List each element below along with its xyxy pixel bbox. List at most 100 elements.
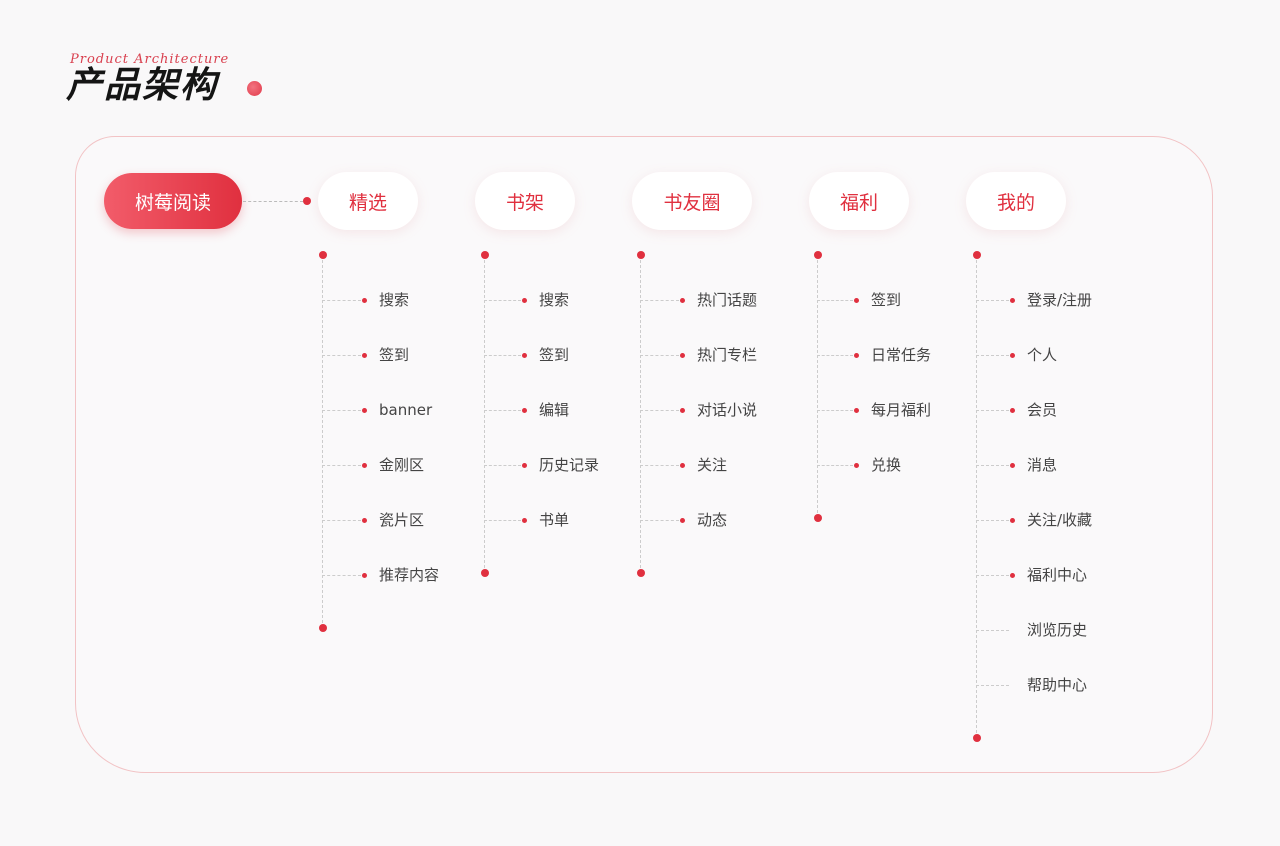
item-connector bbox=[976, 355, 1009, 356]
item-connector bbox=[976, 410, 1009, 411]
item-dot bbox=[522, 353, 527, 358]
item-label: 搜索 bbox=[379, 291, 410, 309]
item-label: 热门话题 bbox=[697, 291, 758, 309]
branch-end-dot bbox=[480, 569, 489, 577]
item-dot bbox=[854, 463, 859, 468]
item-label: 热门专栏 bbox=[697, 346, 758, 364]
branch-start-dot bbox=[636, 251, 645, 259]
item-label: 书单 bbox=[539, 511, 570, 529]
root-node: 树莓阅读 bbox=[104, 173, 242, 229]
item-connector bbox=[484, 355, 521, 356]
item-dot bbox=[1010, 463, 1015, 468]
item-label: 瓷片区 bbox=[379, 511, 425, 529]
item-connector bbox=[322, 465, 361, 466]
item-label: 金刚区 bbox=[379, 456, 425, 474]
item-label: 会员 bbox=[1027, 401, 1058, 419]
item-connector bbox=[322, 575, 361, 576]
item-connector bbox=[976, 465, 1009, 466]
item-label: 签到 bbox=[539, 346, 570, 364]
item-connector bbox=[322, 300, 361, 301]
item-connector bbox=[322, 355, 361, 356]
item-dot bbox=[1010, 408, 1015, 413]
item-dot bbox=[362, 463, 367, 468]
item-label: 消息 bbox=[1027, 456, 1058, 474]
item-dot bbox=[680, 518, 685, 523]
branch-start-dot bbox=[813, 251, 822, 259]
item-connector bbox=[640, 520, 679, 521]
item-connector bbox=[976, 300, 1009, 301]
category-node: 精选 bbox=[318, 172, 418, 230]
category-node: 我的 bbox=[966, 172, 1066, 230]
root-connector bbox=[243, 201, 303, 202]
item-label: 登录/注册 bbox=[1027, 291, 1093, 309]
item-connector bbox=[640, 355, 679, 356]
item-dot bbox=[854, 298, 859, 303]
item-label: 福利中心 bbox=[1027, 566, 1088, 584]
item-connector bbox=[976, 685, 1009, 686]
item-label: 每月福利 bbox=[871, 401, 932, 419]
item-connector bbox=[976, 630, 1009, 631]
item-connector bbox=[640, 300, 679, 301]
title-dot-decoration bbox=[247, 81, 262, 96]
item-dot bbox=[522, 298, 527, 303]
item-label: 关注/收藏 bbox=[1027, 511, 1093, 529]
item-label: 编辑 bbox=[539, 401, 570, 419]
branch-line bbox=[484, 255, 485, 573]
item-dot bbox=[522, 463, 527, 468]
branch-start-dot bbox=[480, 251, 489, 259]
branch-line bbox=[322, 255, 323, 628]
item-dot bbox=[362, 518, 367, 523]
item-dot bbox=[680, 353, 685, 358]
branch-end-dot bbox=[813, 514, 822, 522]
item-dot bbox=[362, 298, 367, 303]
branch-end-dot bbox=[318, 624, 327, 632]
item-connector bbox=[484, 300, 521, 301]
item-connector bbox=[817, 465, 853, 466]
item-connector bbox=[976, 575, 1009, 576]
item-label: 浏览历史 bbox=[1027, 621, 1088, 639]
item-label: 个人 bbox=[1027, 346, 1058, 364]
item-label: 签到 bbox=[379, 346, 410, 364]
item-dot bbox=[522, 518, 527, 523]
item-connector bbox=[817, 300, 853, 301]
branch-line bbox=[640, 255, 641, 573]
item-label: 搜索 bbox=[539, 291, 570, 309]
item-connector bbox=[640, 465, 679, 466]
item-dot bbox=[680, 408, 685, 413]
page-subtitle: Product Architecture bbox=[70, 52, 230, 67]
category-node: 福利 bbox=[809, 172, 909, 230]
item-connector bbox=[817, 410, 853, 411]
item-label: 日常任务 bbox=[871, 346, 932, 364]
item-dot bbox=[1010, 573, 1015, 578]
item-label: 历史记录 bbox=[539, 456, 600, 474]
item-dot bbox=[854, 353, 859, 358]
item-label: 推荐内容 bbox=[379, 566, 440, 584]
item-label: 签到 bbox=[871, 291, 902, 309]
page-title: 产品架构 bbox=[66, 65, 219, 106]
item-label: 帮助中心 bbox=[1027, 676, 1088, 694]
item-label: 对话小说 bbox=[697, 401, 758, 419]
item-dot bbox=[362, 408, 367, 413]
branch-line bbox=[817, 255, 818, 518]
item-dot bbox=[1010, 353, 1015, 358]
item-label: 兑换 bbox=[871, 456, 902, 474]
item-label: 动态 bbox=[697, 511, 728, 529]
item-dot bbox=[1010, 298, 1015, 303]
item-connector bbox=[484, 465, 521, 466]
item-connector bbox=[484, 520, 521, 521]
item-connector bbox=[484, 410, 521, 411]
category-node: 书架 bbox=[475, 172, 575, 230]
item-connector bbox=[976, 520, 1009, 521]
item-dot bbox=[1010, 518, 1015, 523]
item-dot bbox=[362, 573, 367, 578]
item-label: banner bbox=[379, 401, 433, 419]
item-dot bbox=[362, 353, 367, 358]
branch-end-dot bbox=[972, 734, 981, 742]
root-connector-dot bbox=[303, 197, 311, 205]
item-label: 关注 bbox=[697, 456, 728, 474]
item-dot bbox=[680, 463, 685, 468]
item-connector bbox=[640, 410, 679, 411]
branch-end-dot bbox=[636, 569, 645, 577]
branch-start-dot bbox=[972, 251, 981, 259]
category-node: 书友圈 bbox=[632, 172, 752, 230]
